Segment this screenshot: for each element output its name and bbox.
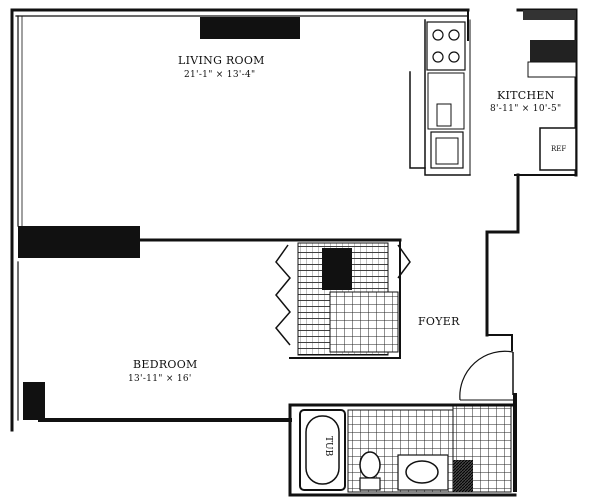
cooktop [426,21,466,71]
kitchen-dims: 8'-11" × 10'-5" [490,104,561,114]
burner-icon [432,29,444,41]
toilet [359,451,381,479]
refrigerator [539,127,577,171]
burner-icon [432,51,444,63]
closet [275,242,411,356]
foyer-label: FOYER [418,315,460,328]
kitchen-label: KITCHEN [497,89,555,102]
dishwasher [436,103,452,127]
living-room-label: LIVING ROOM [178,54,265,67]
bedroom-dims: 13'-11" × 16' [128,374,192,384]
refrigerator-label: REF [551,145,566,153]
burner-icon [448,29,460,41]
bedroom-label: BEDROOM [133,358,198,371]
walls [10,8,578,497]
living-room-dims: 21'-1" × 13'-4" [184,70,255,80]
columns [18,10,576,420]
kitchen-fixtures [426,21,577,171]
bathroom [299,405,512,493]
upper-cabinet [527,61,577,78]
burner-icon [448,51,460,63]
entry-door [459,350,515,401]
tub-label: TUB [323,436,333,457]
sink [405,460,439,484]
